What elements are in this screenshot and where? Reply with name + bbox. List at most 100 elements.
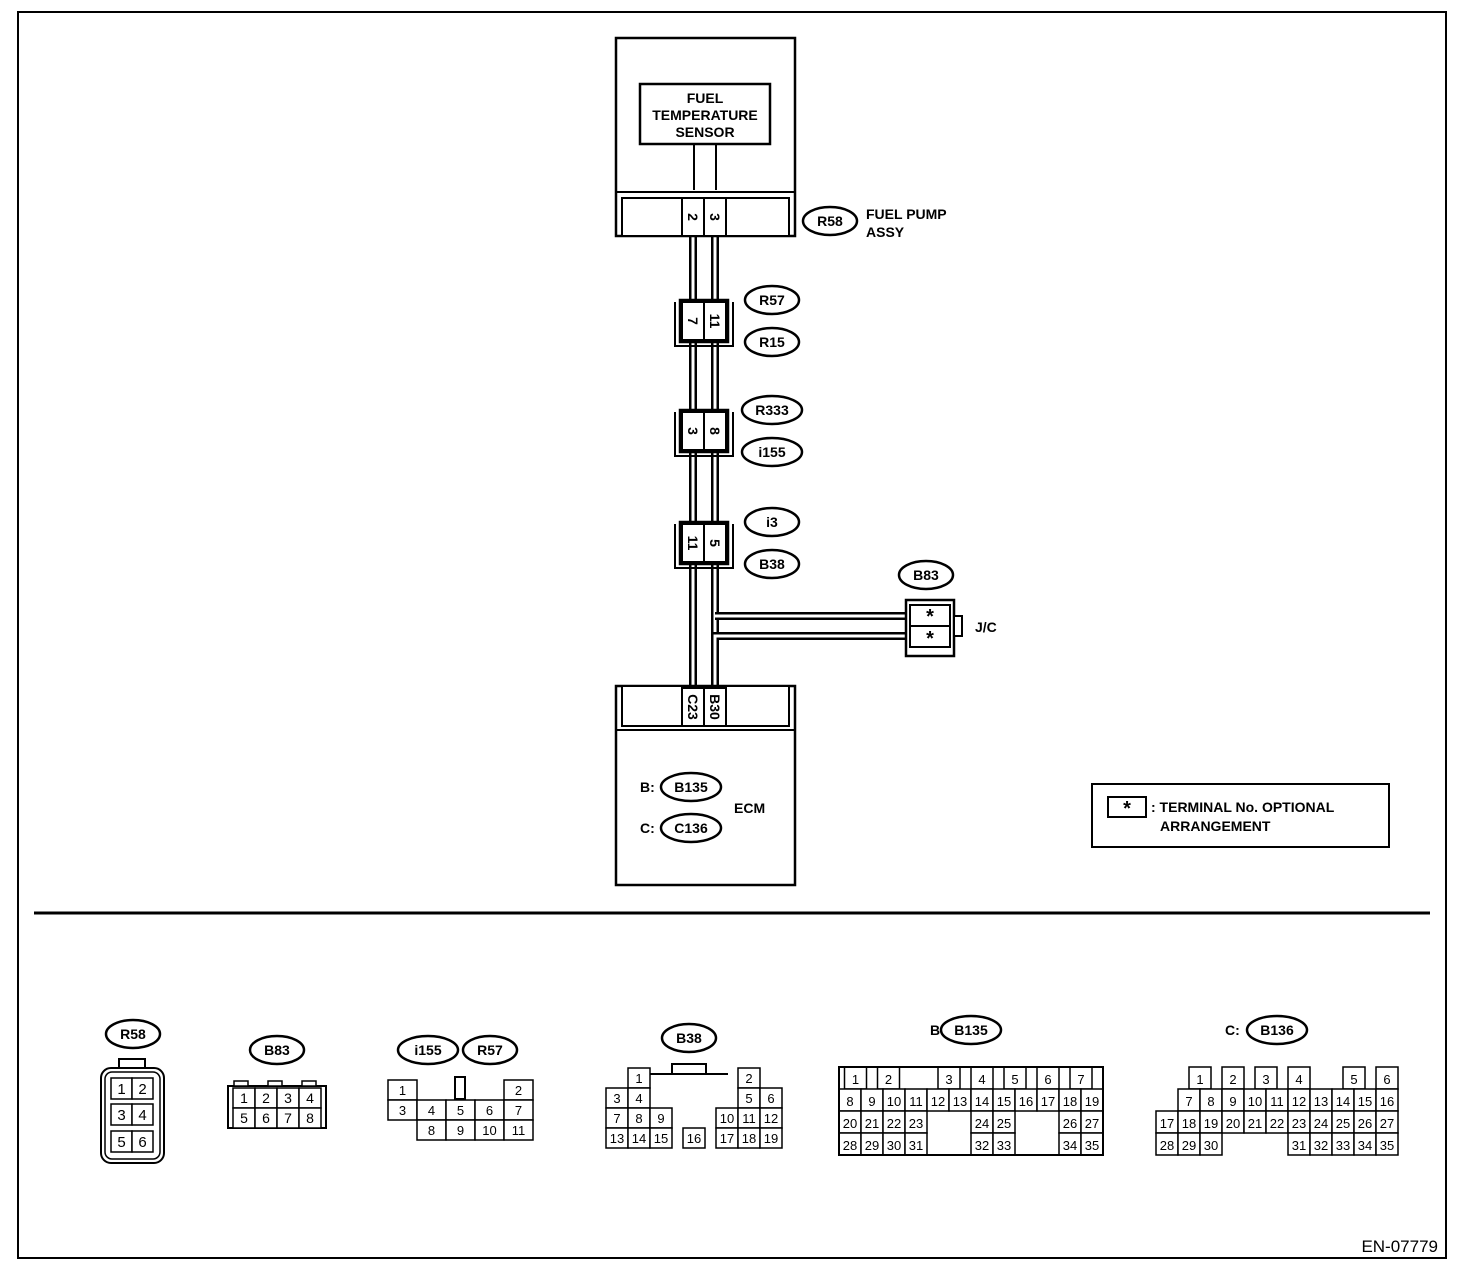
connector-cell-label: 30 xyxy=(1204,1138,1218,1153)
connector-cell xyxy=(759,1127,783,1149)
connector-cell-label: 14 xyxy=(975,1094,989,1109)
connector-cell-label: 2 xyxy=(1229,1072,1236,1087)
connector-cell-label: 30 xyxy=(887,1138,901,1153)
connector-label: B83 xyxy=(913,567,939,583)
view-oval: R57 xyxy=(461,1034,519,1066)
connector-cell-label: 18 xyxy=(1063,1094,1077,1109)
connector-oval xyxy=(659,771,723,803)
connector-cell-label: 10 xyxy=(482,1123,496,1138)
connector-cell-label: 5 xyxy=(457,1103,464,1118)
connector-oval xyxy=(461,1034,519,1066)
connector-cell-label: 6 xyxy=(1383,1072,1390,1087)
pin-label: 2 xyxy=(685,213,701,221)
connector-label: i155 xyxy=(758,444,785,460)
connector-cell-label: 7 xyxy=(284,1110,292,1126)
connector-label: B38 xyxy=(759,556,785,572)
connector-cell xyxy=(298,1107,322,1129)
connector-cell-label: 24 xyxy=(975,1116,989,1131)
connector-cell-label: 5 xyxy=(117,1134,125,1151)
connector-label: R15 xyxy=(759,334,785,350)
connector-label: i155 xyxy=(414,1042,441,1058)
jc-latch xyxy=(953,615,963,637)
inline-pin: 11 xyxy=(703,301,727,341)
connector-oval xyxy=(743,284,801,316)
inline-oval-top: R333 xyxy=(740,394,804,426)
connector-cell-label: 26 xyxy=(1358,1116,1372,1131)
connector-cell-label: 11 xyxy=(909,1094,923,1109)
connector-cell-label: 9 xyxy=(657,1111,664,1126)
pump-pin: 3 xyxy=(703,197,727,237)
ecm-pin: C23 xyxy=(681,687,705,727)
pin-label: 5 xyxy=(707,539,723,547)
connector-cell-label: 4 xyxy=(978,1072,985,1087)
connector-cell xyxy=(1199,1132,1223,1156)
connector-cell-label: 10 xyxy=(720,1111,734,1126)
connector-cell-label: 10 xyxy=(887,1094,901,1109)
connector-cell-label: 3 xyxy=(117,1107,125,1124)
connector-cell-label: 7 xyxy=(613,1111,620,1126)
inline-oval-bottom: R15 xyxy=(743,326,801,358)
connector-cell-label: 9 xyxy=(868,1094,875,1109)
connector-bracket xyxy=(674,524,734,569)
connector-cell-label: 34 xyxy=(1358,1138,1372,1153)
connector-cell-label: 20 xyxy=(843,1116,857,1131)
connector-cell-label: 14 xyxy=(1336,1094,1350,1109)
connector-oval xyxy=(801,205,859,237)
connector-cell-label: 25 xyxy=(1336,1116,1350,1131)
connector-label: R57 xyxy=(759,292,785,308)
connector-cell-label: 2 xyxy=(138,1081,146,1098)
connector-cell-label: 6 xyxy=(767,1091,774,1106)
connector-oval xyxy=(396,1034,460,1066)
fuel-pump-label: FUEL PUMP xyxy=(866,206,947,222)
pin-label: 11 xyxy=(685,536,701,551)
pump-pin: 2 xyxy=(681,197,705,237)
connector-cell-label: 22 xyxy=(1270,1116,1284,1131)
pin-label: B30 xyxy=(707,694,723,720)
inline-pin: 8 xyxy=(703,411,727,451)
connector-cell-label: 19 xyxy=(764,1131,778,1146)
connector-cell-label: 12 xyxy=(1292,1094,1306,1109)
connector-cell-label: 19 xyxy=(1204,1116,1218,1131)
connector-label: B136 xyxy=(1260,1022,1294,1038)
connector-label: R333 xyxy=(755,402,789,418)
connector-cell-label: 17 xyxy=(1041,1094,1055,1109)
inline-connector: 11 5 xyxy=(674,520,734,569)
view-oval: R58 xyxy=(104,1018,162,1050)
connector-cell-label: 34 xyxy=(1063,1138,1077,1153)
connector-cell-label: 3 xyxy=(1262,1072,1269,1087)
connector-cell-label: 4 xyxy=(306,1090,314,1106)
connector-cell-label: 3 xyxy=(613,1091,620,1106)
pin-label: 3 xyxy=(707,213,723,221)
ecm-connector-oval: C136 xyxy=(659,812,723,844)
connector-oval xyxy=(1245,1014,1309,1046)
legend-symbol: * xyxy=(1123,798,1131,820)
view-oval: i155 xyxy=(396,1034,460,1066)
jc-label: J/C xyxy=(975,619,997,635)
connector-cell-label: 7 xyxy=(515,1103,522,1118)
r58-latch xyxy=(118,1058,146,1069)
connector-cell-label: 8 xyxy=(846,1094,853,1109)
connector-cell-label: 2 xyxy=(885,1072,892,1087)
connector-oval xyxy=(740,394,804,426)
connector-label: B38 xyxy=(676,1030,702,1046)
connector-cell-label: 25 xyxy=(997,1116,1011,1131)
connector-cell-label: 11 xyxy=(512,1123,526,1138)
ecm-connector-prefix: C: xyxy=(640,820,655,836)
connector-cell xyxy=(649,1127,673,1149)
legend-text: : TERMINAL No. OPTIONAL xyxy=(1151,799,1335,815)
inline-pin: 5 xyxy=(703,523,727,563)
connector-label: R58 xyxy=(120,1026,146,1042)
connector-cell-label: 4 xyxy=(138,1107,146,1124)
ecm-connector-oval: B135 xyxy=(659,771,723,803)
connector-cell-label: 8 xyxy=(1207,1094,1214,1109)
connector-cell-label: 18 xyxy=(742,1131,756,1146)
